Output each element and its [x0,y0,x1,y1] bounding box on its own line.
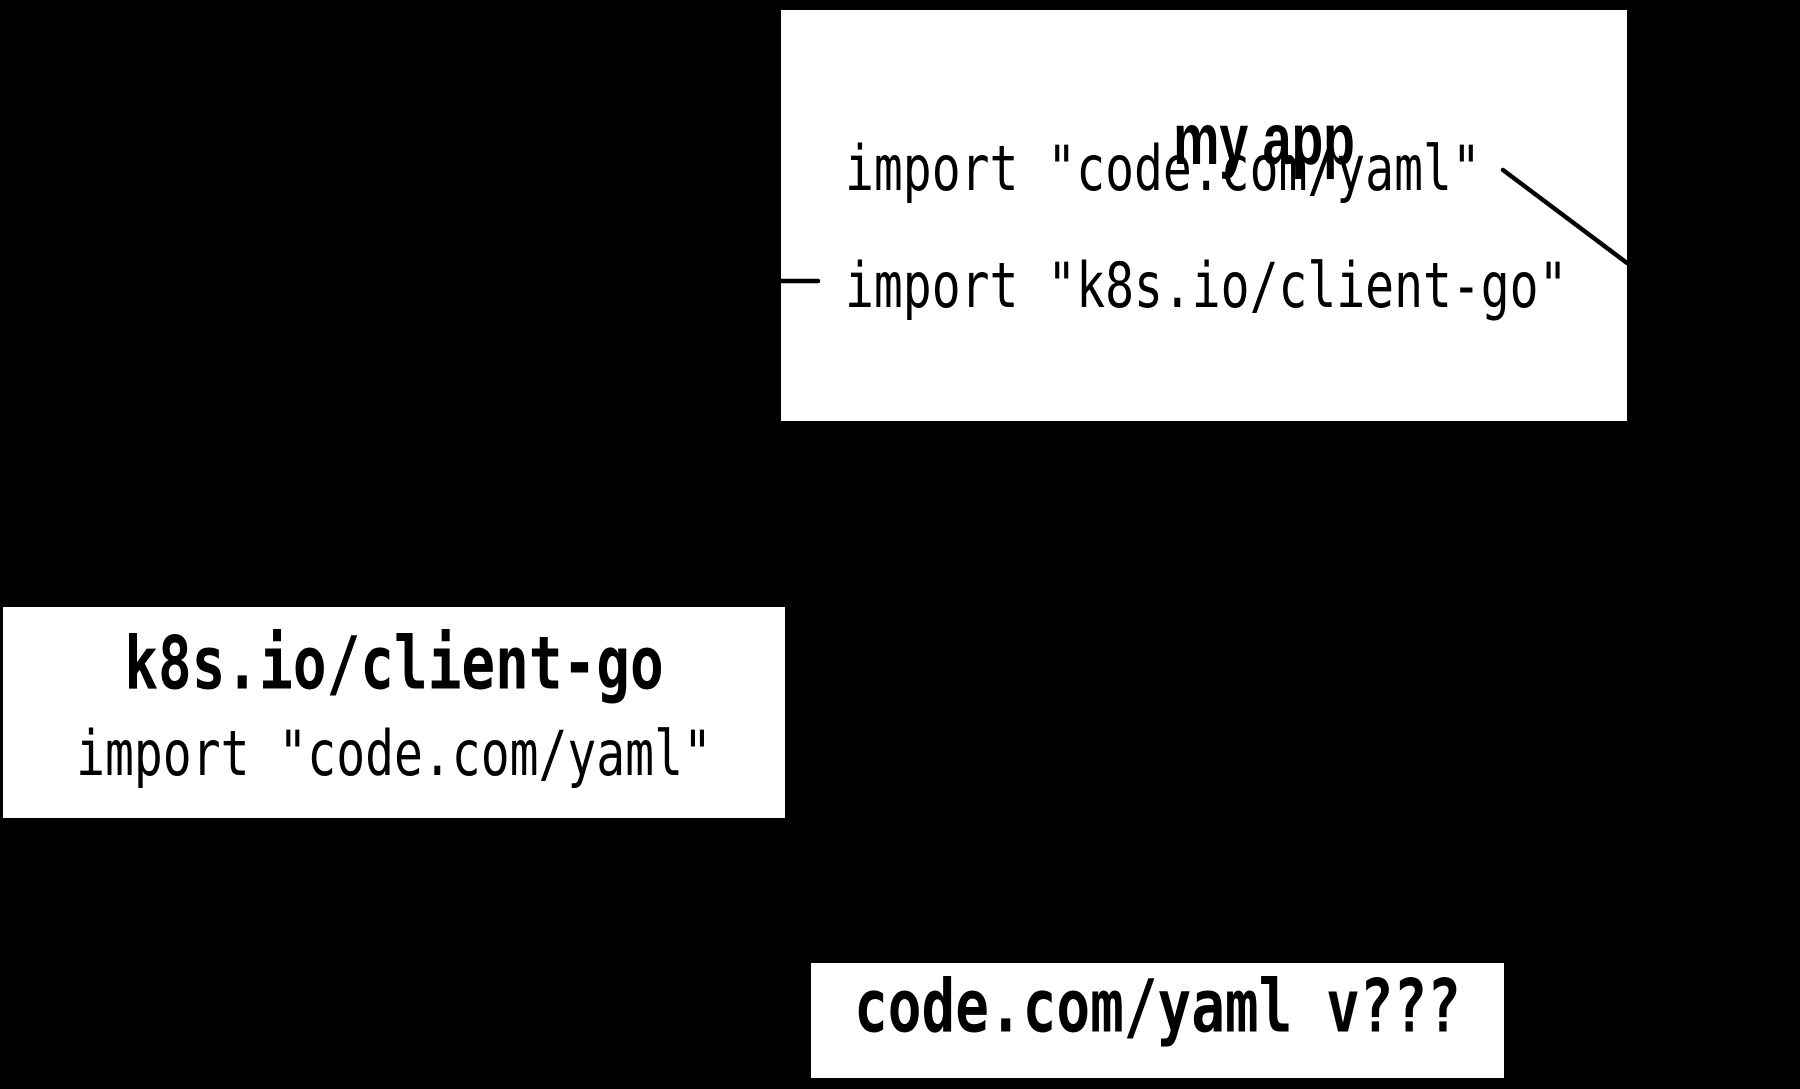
yaml-box: code.com/yaml v??? [811,963,1504,1078]
my-app-box-title-text: my app [1173,100,1355,180]
yaml-box-title: code.com/yaml v??? [854,965,1461,1050]
client-go-box: k8s.io/client-go import "code.com/yaml" [3,607,785,818]
my-app-box: my app import "code.com/yaml" import "k8… [781,10,1627,421]
client-go-box-title: k8s.io/client-go [124,622,664,707]
client-go-import-yaml: import "code.com/yaml" [76,717,712,791]
my-app-import-yaml: import "code.com/yaml" [845,132,1481,206]
my-app-box-title: my app [781,32,1627,248]
my-app-import-client-go: import "k8s.io/client-go" [845,249,1568,323]
